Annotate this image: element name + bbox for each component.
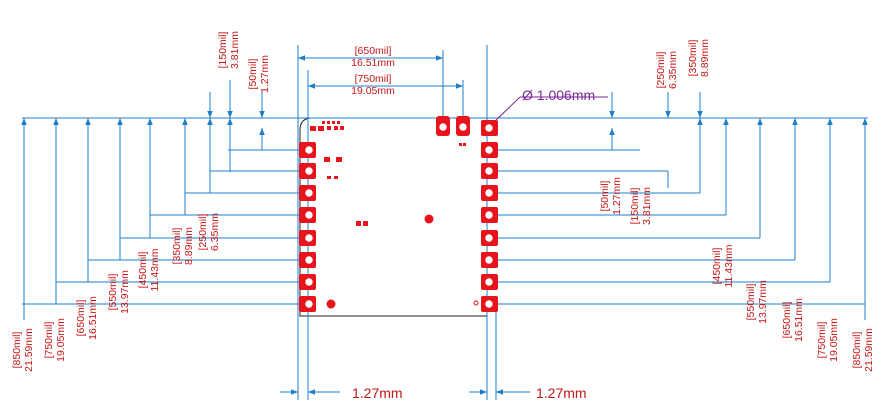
dim-tl-50-mm: 1.27mm: [259, 55, 271, 93]
board-components: [310, 121, 479, 309]
dim-tr-350-mm: 8.89mm: [699, 39, 711, 77]
dim-r-850-mil: [850mil]: [851, 332, 863, 369]
left-dimension-lines: [21, 118, 300, 320]
dim-tr-250-mm: 6.35mm: [667, 51, 679, 89]
dim-l-750-mm: 19.05mm: [55, 318, 67, 362]
top-pads: [436, 116, 470, 136]
dim-r-750-mil: [750mil]: [816, 322, 828, 359]
dim-top-650-mm: 16.51mm: [351, 57, 395, 69]
dim-l-250-mm: 6.35mm: [209, 213, 221, 251]
dim-l-350-mil: [350mil]: [171, 228, 183, 265]
dim-r-850-mm: 21.59mm: [863, 328, 875, 372]
dim-r-650-mil: [650mil]: [781, 302, 793, 339]
dim-l-450-mm: 11.43mm: [149, 248, 161, 291]
dim-tl-150-mm: 3.81mm: [229, 31, 241, 69]
dim-r-550-mil: [550mil]: [745, 284, 757, 321]
dim-r-750-mm: 19.05mm: [828, 318, 840, 362]
top-right-vertical-dimensions: [609, 92, 703, 118]
dim-l-450-mil: [450mil]: [137, 252, 149, 289]
dim-r-650-mm: 16.51mm: [793, 298, 805, 342]
dim-l-350-mm: 8.89mm: [183, 227, 195, 265]
pitch-left-label: 1.27mm: [352, 385, 403, 401]
dim-top-650-mil: [650mil]: [355, 45, 392, 57]
dim-r-550-mm: 13.97mm: [757, 280, 769, 324]
dim-l-250-mil: [250mil]: [197, 214, 209, 251]
dim-top-750-mil: [750mil]: [355, 73, 392, 85]
dim-l-550-mil: [550mil]: [107, 274, 119, 311]
dim-l-650-mm: 16.51mm: [87, 296, 99, 340]
dim-l-850-mil: [850mil]: [11, 332, 23, 369]
top-left-vertical-dimensions: [207, 80, 265, 150]
dim-top-750-mm: 19.05mm: [351, 85, 395, 97]
dim-tr-250-mil: [250mil]: [655, 52, 667, 89]
dim-r-150-mil: [150mil]: [629, 188, 641, 225]
dim-r-150-mm: 3.81mm: [641, 187, 653, 225]
dim-r-50-mm: 1.27mm: [611, 177, 623, 215]
left-pads: [299, 142, 316, 312]
dim-l-750-mil: [750mil]: [43, 322, 55, 359]
top-horizontal-dimensions: [298, 55, 463, 89]
dim-l-650-mil: [650mil]: [75, 300, 87, 337]
dim-r-450-mil: [450mil]: [711, 248, 723, 285]
dim-r-450-mm: 11.43mm: [723, 244, 735, 287]
dim-tr-350-mil: [350mil]: [687, 40, 699, 77]
right-dimension-lines: [487, 118, 868, 320]
module-outline: [299, 117, 488, 317]
dim-tl-150-mil: [150mil]: [217, 32, 229, 69]
dim-l-850-mm: 21.59mm: [23, 328, 35, 372]
right-pads: [481, 120, 498, 312]
pitch-right-label: 1.27mm: [536, 385, 587, 401]
dim-tl-50-mil: [50mil]: [247, 58, 259, 89]
diameter-label: Ø 1.006mm: [522, 87, 595, 103]
dim-r-50-mil: [50mil]: [599, 180, 611, 211]
dim-l-550-mm: 13.97mm: [119, 270, 131, 314]
